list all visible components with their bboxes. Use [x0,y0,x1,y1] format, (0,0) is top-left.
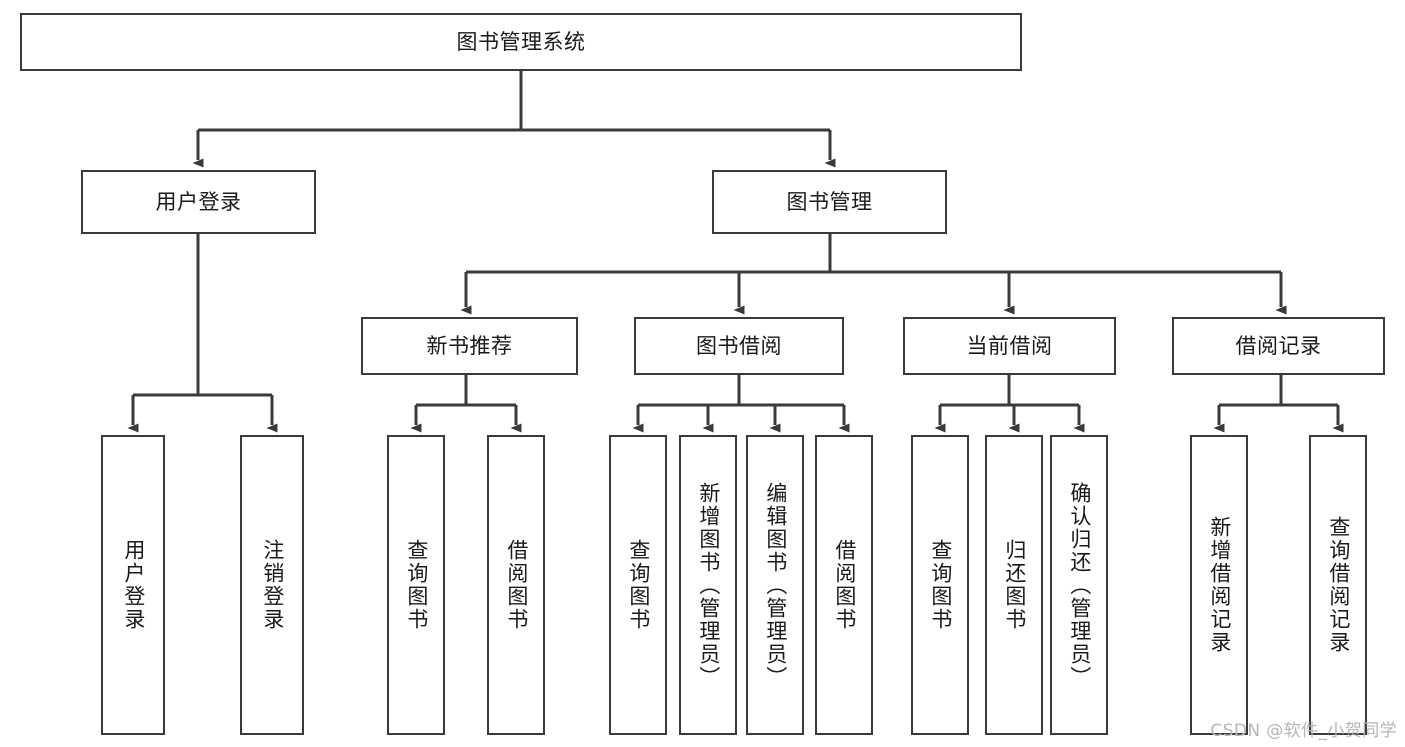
node-label: 新书推荐 [426,333,513,358]
leaf-return-book[interactable]: 归还图书 [985,435,1043,735]
node-book-borrow[interactable]: 图书借阅 [634,317,844,375]
node-label: 归还图书 [1002,539,1027,631]
node-label: 查询借阅记录 [1326,516,1351,654]
node-label: 查询图书 [928,539,953,631]
node-label: 查询图书 [626,539,651,631]
node-label: 用户登录 [121,539,146,631]
node-label: 新增借阅记录 [1207,516,1232,654]
leaf-add-borrow-record[interactable]: 新增借阅记录 [1190,435,1248,735]
node-current-borrow[interactable]: 当前借阅 [903,317,1116,375]
node-label: 借阅图书 [832,539,857,631]
node-label: 借阅图书 [504,539,529,631]
node-label: 当前借阅 [966,333,1053,358]
node-book-management[interactable]: 图书管理 [712,170,947,234]
leaf-query-book-new[interactable]: 查询图书 [387,435,445,735]
leaf-query-borrow-record[interactable]: 查询借阅记录 [1309,435,1367,735]
leaf-user-login[interactable]: 用户登录 [101,435,165,735]
leaf-borrow-book-new[interactable]: 借阅图书 [487,435,545,735]
leaf-query-book-borrow[interactable]: 查询图书 [609,435,667,735]
leaf-add-book-admin[interactable]: 新增图书（管理员） [679,435,737,735]
watermark: CSDN @软件_小贺同学 [1210,721,1397,741]
leaf-query-book-current[interactable]: 查询图书 [911,435,969,735]
node-borrow-record[interactable]: 借阅记录 [1172,317,1385,375]
node-label: 确认归还（管理员） [1067,481,1092,689]
leaf-logout[interactable]: 注销登录 [240,435,304,735]
node-label: 注销登录 [260,539,285,631]
leaf-confirm-return-admin[interactable]: 确认归还（管理员） [1050,435,1108,735]
node-label: 图书管理系统 [456,29,586,54]
node-new-book-recommend[interactable]: 新书推荐 [361,317,578,375]
node-user-login[interactable]: 用户登录 [81,170,316,234]
node-label: 借阅记录 [1235,333,1322,358]
node-label: 图书管理 [786,189,873,214]
node-root[interactable]: 图书管理系统 [20,13,1022,71]
node-label: 用户登录 [155,189,242,214]
leaf-edit-book-admin[interactable]: 编辑图书（管理员） [746,435,804,735]
node-label: 查询图书 [404,539,429,631]
node-label: 新增图书（管理员） [696,481,721,689]
node-label: 编辑图书（管理员） [763,481,788,689]
node-label: 图书借阅 [696,333,782,358]
leaf-lend-book[interactable]: 借阅图书 [815,435,873,735]
